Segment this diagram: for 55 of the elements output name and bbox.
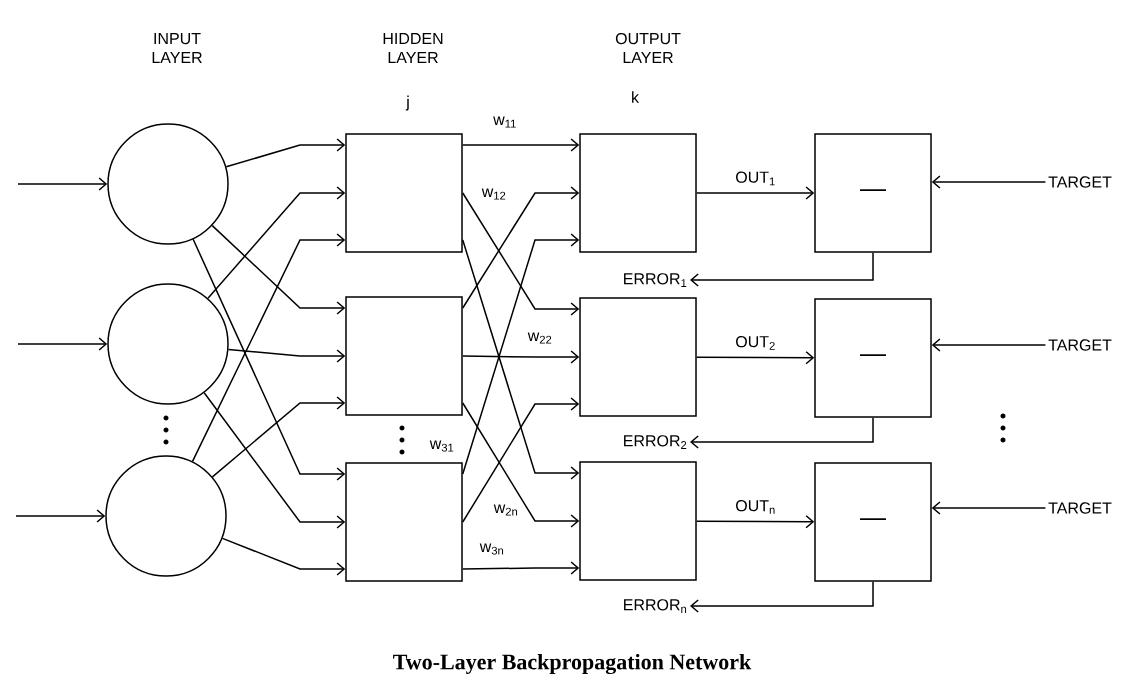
arrow xyxy=(15,509,106,523)
arrow xyxy=(221,537,346,576)
node-text: ERROR$_{n}$ xyxy=(624,599,687,613)
weight-label: w$_{12}$ xyxy=(481,188,506,200)
weight-label: w$_{11}$ xyxy=(493,116,516,128)
arrow xyxy=(462,350,580,364)
arrow xyxy=(17,177,108,191)
arrow xyxy=(207,186,346,299)
arrow xyxy=(690,581,874,613)
layer-label: OUTPUT LAYER xyxy=(615,32,681,64)
arrow xyxy=(227,348,346,363)
subtract-box: — xyxy=(814,133,932,253)
arrow xyxy=(696,186,815,200)
hidden-neuron xyxy=(345,462,463,582)
arrow xyxy=(931,501,1047,515)
hidden-neuron xyxy=(345,296,463,416)
weight-label: w$_{31}$ xyxy=(429,440,454,452)
arrow xyxy=(225,138,346,168)
node-text: TARGET xyxy=(1048,339,1112,351)
node-text: TARGET xyxy=(1048,176,1112,188)
arrow xyxy=(462,138,580,152)
arrow xyxy=(690,252,874,287)
edge-label: OUT$_{2}$ xyxy=(734,335,777,351)
hidden-neuron xyxy=(345,133,463,253)
arrow xyxy=(931,338,1047,352)
arrow xyxy=(696,350,815,365)
index-label: k xyxy=(632,91,639,103)
edge-label: OUT$_{1}$ xyxy=(734,170,777,187)
input-neuron xyxy=(107,123,229,245)
output-neuron xyxy=(579,133,697,253)
arrow xyxy=(462,561,580,575)
caption: Two-Layer Backpropagation Network xyxy=(393,653,752,675)
output-neuron xyxy=(579,461,697,581)
node-text: ERROR$_{1}$ xyxy=(624,273,687,287)
weight-label: w$_{22}$ xyxy=(527,332,552,344)
arrow xyxy=(211,224,346,315)
node-text: TARGET xyxy=(1048,502,1112,514)
subtract-box: — xyxy=(814,462,932,582)
arrow xyxy=(203,392,346,529)
layer-label: INPUT LAYER xyxy=(152,33,202,63)
node-text: ERROR$_{2}$ xyxy=(624,435,687,449)
subtract-box: — xyxy=(814,298,932,418)
input-neuron xyxy=(105,455,227,577)
weight-label: w$_{3n}$ xyxy=(479,543,504,555)
arrow xyxy=(690,417,874,449)
layer-label: HIDDEN LAYER xyxy=(383,33,443,63)
arrow xyxy=(931,175,1047,189)
arrow xyxy=(17,337,108,351)
arrow xyxy=(211,396,346,478)
edge-label: OUT$_{n}$ xyxy=(734,499,777,515)
index-label: j xyxy=(405,95,409,111)
weight-label: w$_{2n}$ xyxy=(493,504,518,516)
arrow xyxy=(696,514,815,529)
output-neuron xyxy=(579,297,697,417)
input-neuron xyxy=(107,283,229,405)
